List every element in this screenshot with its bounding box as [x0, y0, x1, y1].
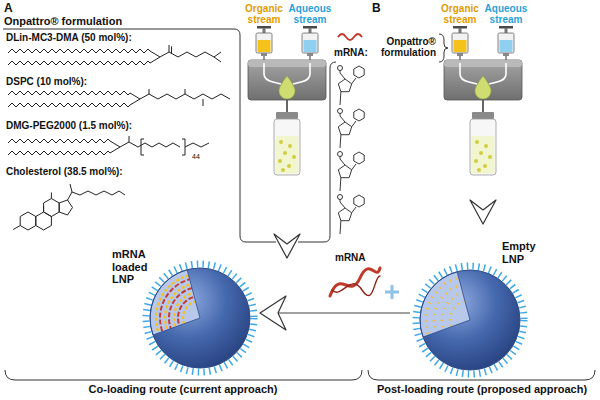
microfluidic-mixer — [302, 26, 318, 63]
mrna-structure — [338, 195, 365, 235]
lipid-structure — [8, 60, 150, 66]
node-label: Empty LNP — [502, 240, 536, 265]
stream-label: Aqueous stream — [289, 3, 332, 25]
microfluidic-mixer — [444, 60, 522, 114]
mrna-strand — [330, 268, 380, 296]
lipid-structure — [8, 136, 209, 156]
cholesterol-structure — [20, 212, 36, 230]
plus-sign — [385, 285, 399, 299]
flow-chevron — [470, 200, 496, 224]
microfluidic-mixer — [498, 26, 514, 63]
mrna-structure — [338, 34, 365, 234]
flow-arrow — [260, 312, 410, 313]
panel-letter: A — [4, 2, 13, 15]
route-caption: Co-loading route (current approach) — [89, 383, 278, 395]
route-caption: Post-loading route (proposed approach) — [377, 383, 587, 395]
lnp-particle: mRNA loaded LNP — [112, 248, 260, 378]
formulation-bracket — [3, 29, 336, 242]
lipid-name: DMG-PEG2000 (1.5 mol%): — [6, 120, 132, 131]
cholesterol-structure — [59, 200, 72, 215]
empty-lnp-illustration — [420, 270, 520, 370]
molecule-label: mRNA — [335, 252, 366, 263]
mrna-structure — [338, 34, 362, 40]
microfluidic-mixer — [274, 112, 300, 175]
route-bracket — [5, 370, 362, 380]
loaded-lnp-illustration — [146, 264, 254, 372]
route-bracket — [5, 370, 595, 380]
cholesterol-structure — [13, 184, 125, 230]
formulation-brace — [439, 34, 448, 62]
lnp-outline — [420, 270, 520, 370]
mrna-structure — [338, 66, 365, 106]
loaded-lnp-illustration — [150, 268, 250, 368]
empty-lnp-illustration — [416, 266, 524, 374]
lipid-structure — [8, 48, 150, 54]
mrna-strand — [330, 268, 380, 296]
lipid-name: DLin-MC3-DMA (50 mol%): — [6, 32, 132, 43]
microfluidic-mixer — [256, 26, 272, 63]
flow-chevron — [274, 234, 300, 258]
lipid-structure — [8, 138, 110, 144]
lipid-structure — [8, 150, 110, 156]
formulation-heading: Onpattro® formulation — [4, 15, 122, 27]
lipid-structure — [8, 102, 130, 108]
lnp-outline — [150, 268, 250, 368]
loaded-lnp-illustration — [150, 270, 200, 335]
lipid-structure — [8, 89, 230, 108]
loaded-lnp-illustration — [150, 268, 250, 368]
repeat-count: 44 — [192, 153, 200, 161]
lipid-name: DSPC (10 mol%): — [6, 76, 87, 87]
flow-chevron — [274, 234, 300, 258]
lipid-structure — [141, 139, 185, 155]
lipid-name: Cholesterol (38.5 mol%): — [6, 166, 123, 177]
lipid-structure — [8, 45, 221, 66]
microfluidic-mixer — [452, 26, 468, 63]
lipid-structure — [130, 89, 230, 106]
panel-letter: B — [372, 2, 381, 15]
loaded-lnp-illustration — [146, 264, 254, 372]
microfluidic-mixer — [248, 26, 326, 175]
mrna-structure — [338, 152, 365, 192]
formulation-heading: Onpattro® formulation — [381, 36, 436, 58]
cholesterol-structure — [44, 199, 60, 217]
formulation-brace — [439, 34, 448, 62]
microfluidic-mixer — [248, 60, 326, 114]
stream-label: Organic stream — [245, 3, 283, 25]
empty-lnp-illustration — [420, 270, 520, 370]
cholesterol-structure — [13, 184, 125, 230]
empty-lnp-illustration — [420, 272, 470, 337]
stream-label: Aqueous stream — [485, 3, 528, 25]
lipid-structure — [150, 45, 221, 63]
empty-lnp-illustration — [420, 270, 520, 370]
stream-label: Organic stream — [441, 3, 479, 25]
route-bracket — [368, 370, 595, 380]
empty-lnp-illustration — [416, 266, 524, 374]
lipid-structure — [8, 90, 130, 96]
lipid-structure — [110, 136, 209, 153]
plus-sign — [385, 285, 399, 299]
node-label: mRNA loaded LNP — [112, 248, 147, 286]
microfluidic-mixer — [444, 26, 522, 175]
microfluidic-mixer — [470, 112, 496, 175]
loaded-lnp-illustration — [150, 268, 250, 368]
mrna-strand — [332, 276, 380, 295]
lnp-particle: Empty LNP — [410, 240, 540, 378]
formulation-bracket — [3, 29, 276, 242]
flow-chevron — [470, 200, 496, 224]
molecule-label: mRNA: — [334, 47, 368, 58]
mrna-structure — [338, 109, 365, 149]
